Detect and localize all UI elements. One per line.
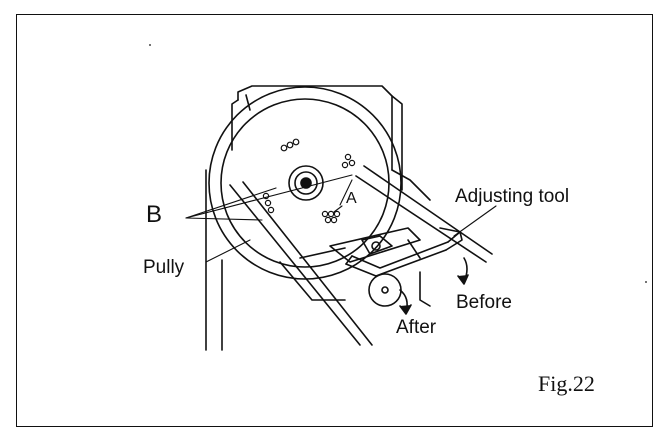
label-a: A — [346, 190, 357, 207]
leader-lines — [185, 174, 497, 263]
arrow-after-icon — [399, 289, 412, 315]
label-after: After — [396, 317, 437, 338]
label-before: Before — [456, 292, 512, 313]
pulley — [208, 86, 402, 280]
figure-caption: Fig.22 — [538, 371, 595, 396]
figure-frame — [16, 14, 653, 427]
arrow-before-icon — [457, 257, 469, 285]
label-pully: Pully — [143, 257, 185, 278]
label-adjusting-tool: Adjusting tool — [455, 186, 570, 207]
machine-body — [205, 85, 431, 351]
belt — [229, 165, 493, 346]
label-b: B — [146, 201, 163, 228]
adjusting-tool — [345, 227, 463, 277]
lower-mechanism — [279, 227, 421, 307]
